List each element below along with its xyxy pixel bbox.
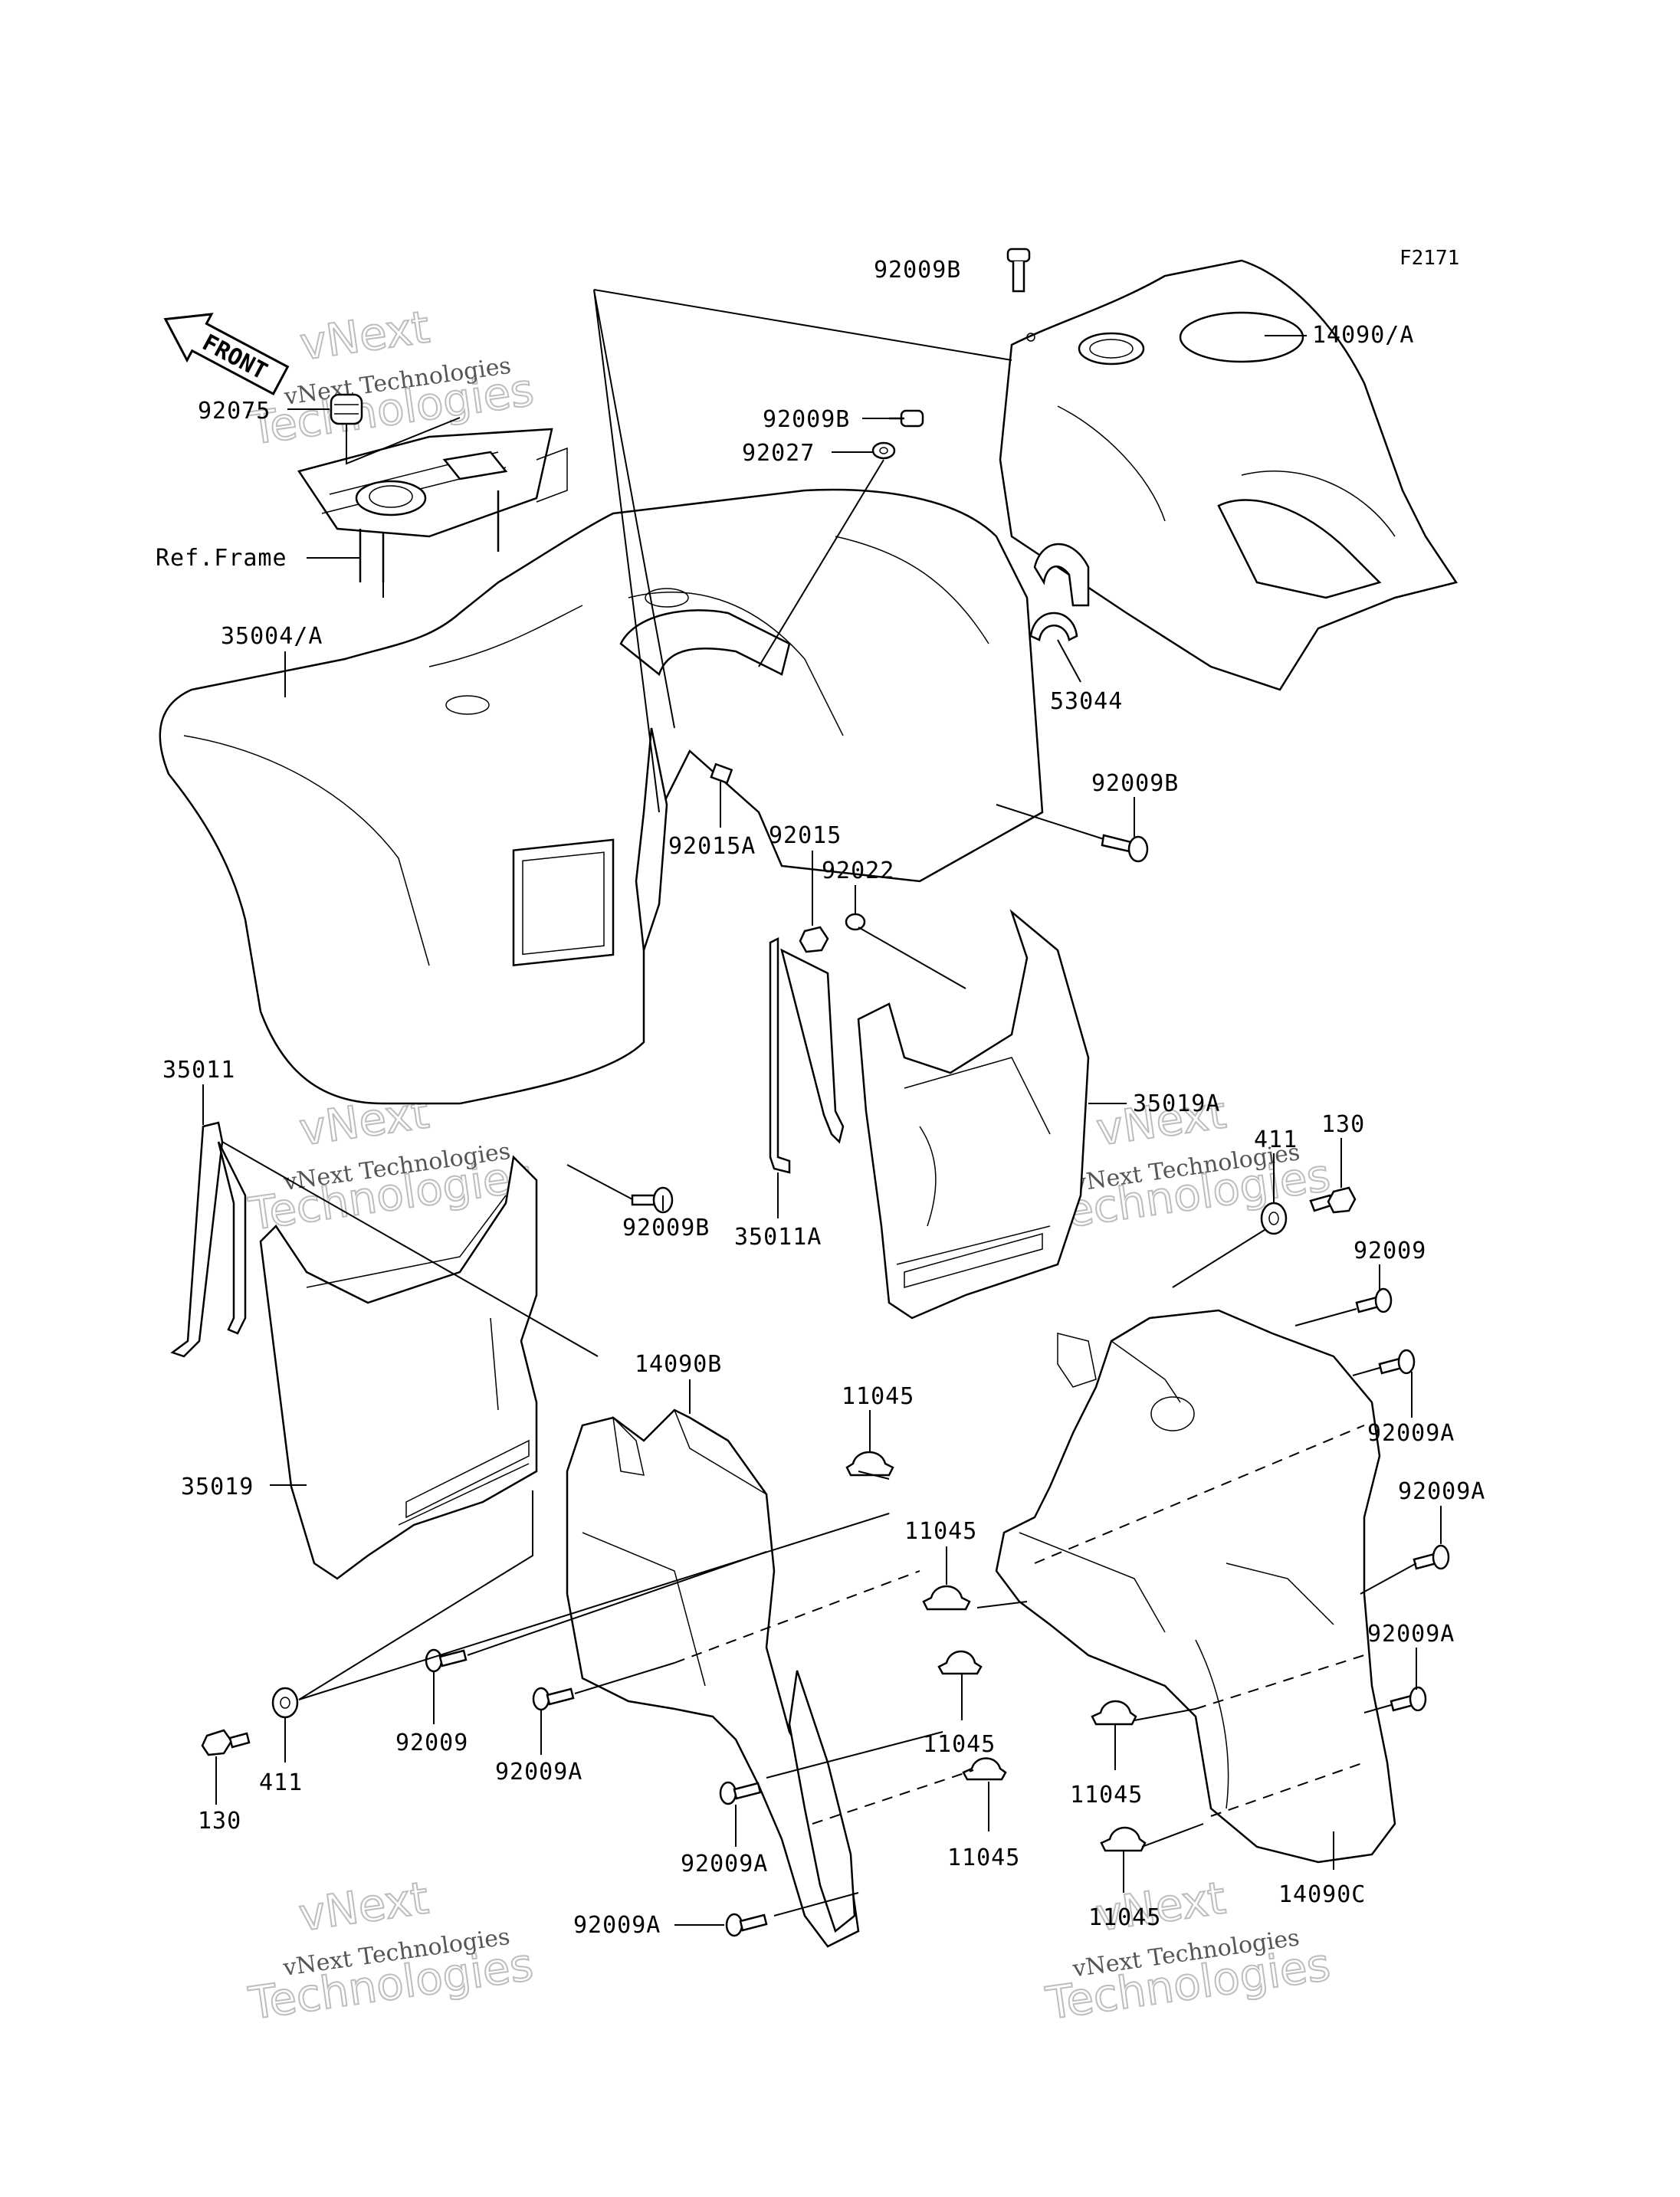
part-bolt-92009A-r2 [1413, 1544, 1450, 1570]
label-ref-frame: Ref.Frame [156, 545, 287, 572]
frame-reference [297, 428, 568, 582]
svg-text:vNext: vNext [296, 1871, 431, 1941]
svg-text:vNext: vNext [297, 300, 432, 370]
label-92027: 92027 [742, 440, 815, 467]
label-92009-left: 92009 [395, 1730, 468, 1756]
label-14090B: 14090B [635, 1351, 722, 1378]
part-clamp-11045-a [845, 1451, 894, 1477]
label-92009B-right: 92009B [1091, 770, 1179, 797]
label-92009A-r2: 92009A [1398, 1478, 1485, 1505]
label-11045-d: 11045 [947, 1844, 1020, 1871]
part-bolt-130-right [1309, 1186, 1357, 1214]
part-bolt-92009A-l2 [719, 1781, 762, 1805]
part-53044-clip [1029, 612, 1078, 641]
part-washer-411-left [271, 1687, 299, 1719]
part-92075-grommet [330, 393, 363, 425]
part-clamp-11045-e [1091, 1700, 1137, 1726]
drawing-ref-code: F2171 [1399, 247, 1459, 270]
part-washer-411-right [1260, 1202, 1288, 1235]
part-nut-92015A [710, 762, 733, 785]
part-bolt-92009A-r3 [1390, 1686, 1427, 1712]
part-14090C-side-cover [995, 1309, 1396, 1864]
part-clamp-11045-d [962, 1757, 1007, 1781]
part-35011-bracket [170, 1121, 247, 1358]
label-130-left: 130 [198, 1808, 241, 1835]
part-nut-92015 [799, 926, 829, 953]
watermark-top-left: vNext Technologies vNext Technologies [245, 300, 537, 455]
label-11045-c: 11045 [923, 1731, 996, 1758]
label-11045-e: 11045 [1070, 1782, 1143, 1808]
label-92009A-l2: 92009A [681, 1851, 768, 1877]
label-92022: 92022 [822, 857, 894, 884]
part-bolt-92009A-bottom [725, 1913, 768, 1937]
front-arrow-icon: FRONT [163, 313, 290, 396]
label-130-right: 130 [1321, 1111, 1365, 1138]
label-92009A-l1: 92009A [495, 1759, 582, 1785]
part-bolt-92009A-l1 [532, 1687, 575, 1711]
label-92009A-r1: 92009A [1367, 1420, 1455, 1447]
part-bolt-92009B-right [1101, 834, 1149, 863]
part-washer-92022 [845, 913, 866, 931]
part-clamp-11045-c [937, 1650, 983, 1675]
part-35004A-front-fender [159, 488, 1044, 1105]
watermark-bottom-left: vNext Technologies vNext Technologies [244, 1871, 536, 2030]
label-92009-right: 92009 [1354, 1238, 1426, 1264]
part-bolt-92009B-low [631, 1186, 674, 1214]
label-411-left: 411 [259, 1769, 303, 1796]
label-92015A: 92015A [668, 833, 756, 860]
label-35011: 35011 [162, 1057, 235, 1084]
label-14090C: 14090C [1278, 1881, 1366, 1908]
label-11045-f: 11045 [1088, 1904, 1161, 1931]
label-11045-b: 11045 [904, 1518, 977, 1545]
label-35019: 35019 [181, 1474, 254, 1500]
leader-lines [202, 289, 1442, 1926]
part-bolt-130-left [201, 1729, 251, 1756]
part-35011A-bracket [769, 936, 845, 1174]
label-35004A: 35004/A [221, 623, 323, 650]
label-92009B-top: 92009B [874, 257, 961, 284]
part-bolt-92009B-top [1006, 248, 1031, 293]
part-bolt-92009A-r1 [1378, 1349, 1416, 1375]
label-53044: 53044 [1050, 688, 1123, 715]
part-35019-mudguard [259, 1155, 538, 1580]
label-35019A: 35019A [1133, 1090, 1220, 1117]
label-92009B-mid: 92009B [763, 406, 850, 433]
part-washer-92027 [871, 441, 896, 460]
label-35011A: 35011A [734, 1224, 822, 1251]
label-14090A: 14090/A [1312, 322, 1414, 349]
label-92009A-bottom: 92009A [573, 1912, 661, 1939]
part-clamp-11045-b [922, 1585, 971, 1611]
label-411-right: 411 [1254, 1126, 1298, 1153]
part-35019A-mudguard [857, 909, 1090, 1320]
part-14090A-cover [999, 259, 1459, 691]
part-clamp-11045-f [1100, 1826, 1147, 1852]
label-92009B-low: 92009B [622, 1215, 710, 1241]
label-92009A-r3: 92009A [1367, 1621, 1455, 1648]
label-92075: 92075 [198, 398, 271, 425]
label-11045-a: 11045 [842, 1383, 914, 1410]
label-92015: 92015 [769, 822, 842, 849]
part-bolt-92009-right [1355, 1287, 1393, 1313]
part-14090B-side-cover [566, 1408, 860, 1948]
